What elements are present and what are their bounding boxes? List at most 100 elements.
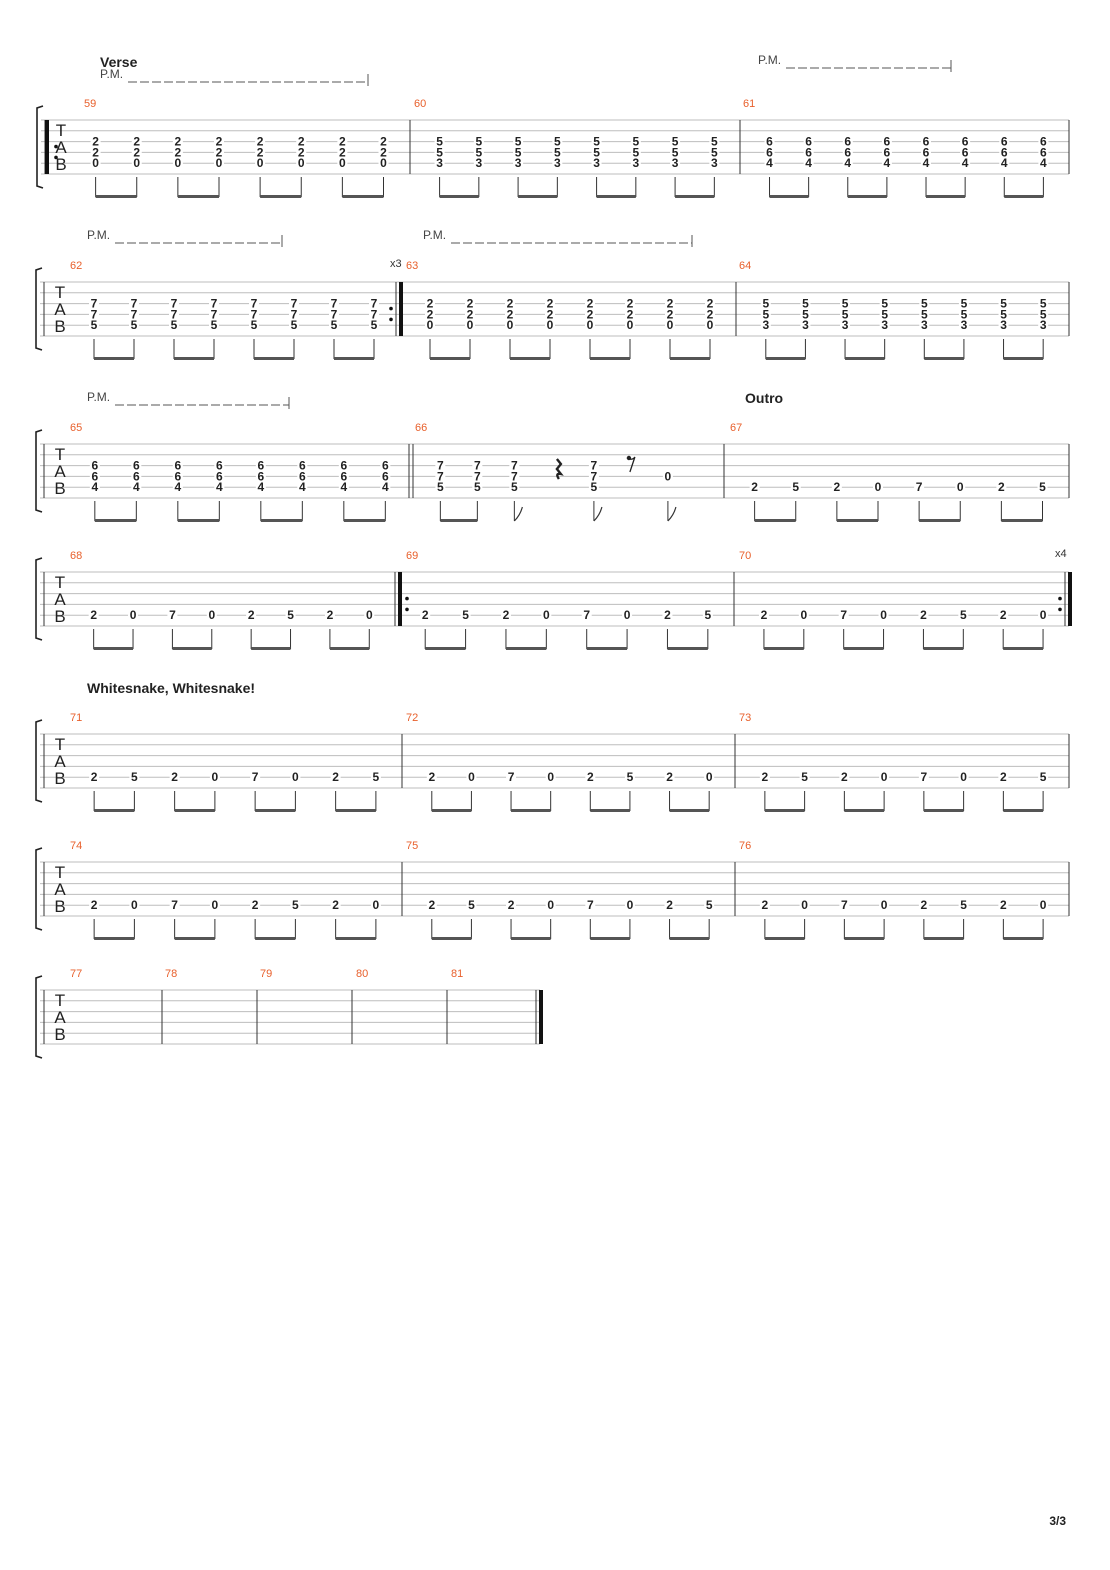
fret-number: 2 (667, 297, 674, 311)
fret-bg (709, 158, 720, 170)
fret-number: 2 (428, 770, 435, 784)
fret-number: 7 (171, 898, 178, 912)
fret-bg (169, 309, 179, 321)
fret-number: 2 (216, 145, 223, 159)
fret-number: 3 (881, 318, 888, 332)
fret-number: 2 (90, 608, 97, 622)
fret-number: 5 (468, 898, 475, 912)
note-beam (254, 357, 294, 360)
fret-bg (289, 320, 299, 332)
fret-bg (369, 309, 379, 321)
fret-bg (958, 298, 969, 310)
fret-number: 2 (133, 135, 140, 149)
fret-bg (378, 136, 389, 148)
fret-number: 4 (299, 480, 306, 494)
fret-bg (630, 136, 641, 148)
fret-number: 0 (133, 156, 140, 170)
fret-bg (552, 147, 563, 159)
fret-number: 5 (961, 297, 968, 311)
fret-bg (296, 136, 307, 148)
measure-number: 76 (739, 840, 751, 852)
note-beam (172, 647, 212, 650)
fret-bg (213, 158, 224, 170)
fret-bg (466, 772, 477, 784)
fret-number: 3 (1040, 318, 1047, 332)
fret-bg (255, 147, 266, 159)
fret-number: 3 (762, 318, 769, 332)
fret-bg (803, 147, 814, 159)
fret-bg (831, 482, 842, 494)
fret-bg (169, 298, 179, 310)
fret-number: 6 (962, 135, 969, 149)
fret-bg (585, 772, 596, 784)
fret-bg (998, 298, 1009, 310)
note-beam (669, 937, 710, 940)
note-beam (847, 195, 887, 198)
fret-bg (545, 298, 555, 310)
note-beam (95, 195, 137, 198)
fret-bg (839, 772, 850, 784)
fret-bg (759, 900, 770, 912)
fret-bg (702, 610, 713, 622)
note-beam (430, 357, 470, 360)
fret-number: 5 (291, 318, 298, 332)
note-beam (764, 809, 805, 812)
measure-number: 62 (70, 260, 82, 272)
fret-bg (172, 136, 183, 148)
fret-bg (129, 309, 139, 321)
fret-bg (249, 320, 259, 332)
fret-number: 5 (706, 898, 713, 912)
fret-number: 4 (844, 156, 851, 170)
fret-number: 2 (91, 898, 98, 912)
fret-number: 5 (437, 480, 444, 494)
fret-number: 5 (711, 145, 718, 159)
fret-number: 3 (593, 156, 600, 170)
fret-number: 2 (380, 135, 387, 149)
fret-number: 0 (800, 608, 807, 622)
fret-bg (552, 136, 563, 148)
fret-bg (250, 772, 261, 784)
fret-number: 5 (593, 135, 600, 149)
fret-number: 5 (436, 135, 443, 149)
fret-number: 0 (547, 898, 554, 912)
fret-bg (545, 772, 556, 784)
note-beam (174, 937, 215, 940)
fret-number: 5 (881, 307, 888, 321)
fret-number: 2 (627, 297, 634, 311)
fret-bg (919, 309, 930, 321)
palm-mute-label: P.M. (100, 67, 123, 81)
fret-number: 4 (340, 480, 347, 494)
fret-number: 4 (91, 480, 98, 494)
fret-number: 7 (211, 297, 218, 311)
fret-bg (921, 136, 932, 148)
note-beam (518, 195, 558, 198)
fret-bg (209, 298, 219, 310)
tab-clef-letter: T (55, 445, 65, 464)
fret-number: 5 (632, 135, 639, 149)
tab-clef-letter: A (54, 1008, 66, 1027)
fret-number: 0 (339, 156, 346, 170)
fret-number: 2 (762, 898, 769, 912)
measure-number: 61 (743, 98, 755, 110)
fret-bg (800, 309, 811, 321)
fret-number: 5 (672, 145, 679, 159)
repeat-end-thick (399, 282, 403, 336)
fret-bg (960, 158, 971, 170)
fret-bg (999, 136, 1010, 148)
fret-number: 7 (91, 297, 98, 311)
note-beam (919, 519, 961, 522)
fret-bg (552, 158, 563, 170)
fret-number: 0 (880, 608, 887, 622)
fret-bg (1038, 298, 1049, 310)
fret-number: 5 (1040, 770, 1047, 784)
fret-bg (591, 158, 602, 170)
fret-bg (255, 136, 266, 148)
fret-bg (1038, 309, 1049, 321)
fret-number: 6 (844, 135, 851, 149)
fret-number: 7 (131, 297, 138, 311)
fret-bg (541, 610, 552, 622)
fret-number: 6 (884, 135, 891, 149)
system-bracket (36, 105, 44, 189)
fret-bg (998, 772, 1009, 784)
fret-bg (1038, 147, 1049, 159)
